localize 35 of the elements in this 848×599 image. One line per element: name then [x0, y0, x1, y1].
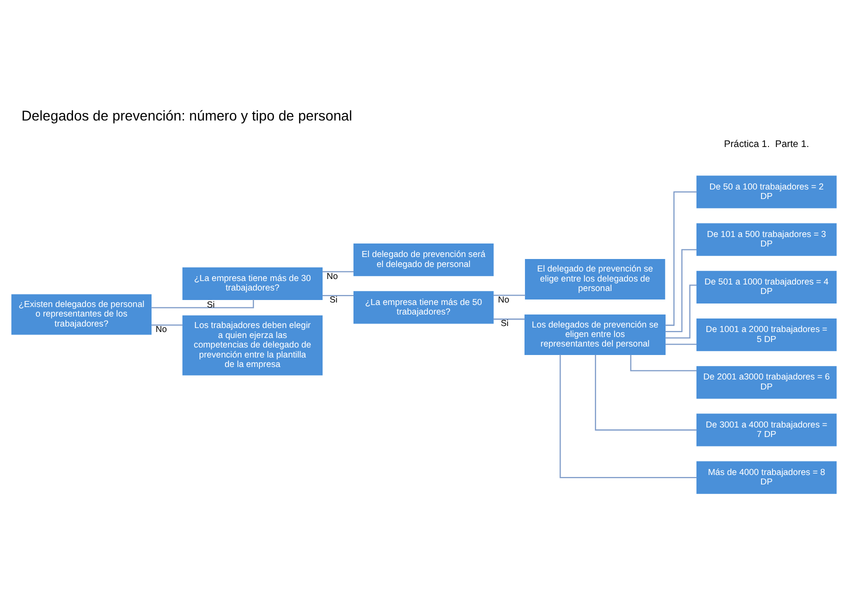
- node-box: El delegado de prevención será el delegado de personal: [353, 244, 494, 276]
- node-box: De 50 a 100 trabajadores = 2 DP: [696, 176, 837, 208]
- node-box: De 3001 a 4000 trabajadores = 7 DP: [696, 414, 837, 446]
- connector: [665, 249, 697, 332]
- node-box: De 1001 a 2000 trabajadores = 5 DP: [696, 318, 837, 352]
- connector: [493, 318, 525, 320]
- node-box: Más de 4000 trabajadores = 8 DP: [696, 461, 837, 494]
- connector: [322, 271, 354, 272]
- connector: [665, 344, 697, 345]
- connector: [630, 354, 697, 372]
- connector: [151, 324, 183, 326]
- edge-label: No: [498, 294, 510, 304]
- edge-label: Si: [206, 299, 215, 310]
- node-box: ¿Existen delegados de personal o representantes de los trabajadores?: [11, 294, 152, 335]
- edge-label: No: [156, 324, 167, 334]
- connector: [493, 294, 526, 296]
- connector: [322, 294, 354, 296]
- connector: [665, 284, 697, 339]
- label: Práctica 1. Parte 1.: [724, 138, 810, 150]
- edge-label: Si: [500, 318, 509, 328]
- node-box: ¿La empresa tiene más de 30 trabajadores?: [182, 267, 323, 300]
- edge-label: Si: [330, 294, 338, 305]
- node-box: Los trabajadores deben elegir a quien ejerza las competencias de delegado de prevención entre la plantilla de la empresa: [182, 315, 323, 376]
- connector: [665, 191, 697, 326]
- node-box: De 501 a 1000 trabajadores = 4 DP: [696, 270, 837, 304]
- connector: [560, 354, 697, 478]
- node-box: El delegado de prevención se elige entre los delegados de personal: [524, 258, 666, 300]
- node-box: De 2001 a3000 trabajadores = 6 DP: [696, 366, 837, 399]
- node-box: ¿La empresa tiene más de 50 trabajadores?: [353, 291, 494, 324]
- node-box: Los delegados de prevención se eligen entre los representantes del personal: [524, 314, 666, 356]
- connector: [594, 354, 697, 431]
- node-box: De 101 a 500 trabajadores = 3 DP: [696, 223, 837, 256]
- diagram-title: Delegados de prevención: número y tipo de personal: [22, 107, 352, 124]
- edge-label: No: [326, 270, 338, 281]
- connector: [151, 300, 254, 308]
